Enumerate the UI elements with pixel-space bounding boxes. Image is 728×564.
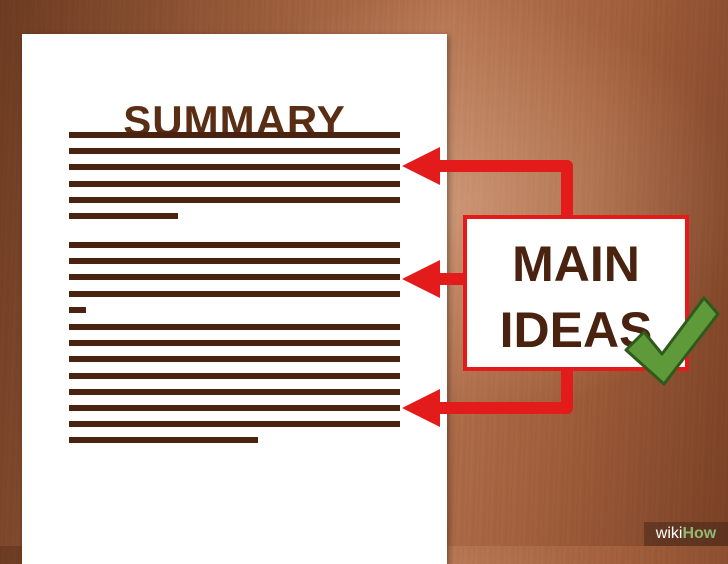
text-line xyxy=(69,373,400,379)
text-line xyxy=(69,258,400,264)
arrow-head-bottom xyxy=(402,389,440,427)
arrow-connector-top xyxy=(440,160,573,215)
text-line xyxy=(69,421,400,427)
text-line xyxy=(69,437,258,443)
text-line xyxy=(69,291,400,297)
arrow-connector-bottom xyxy=(440,371,573,414)
text-line xyxy=(69,324,400,330)
text-line xyxy=(69,148,400,154)
text-line xyxy=(69,164,400,170)
text-line xyxy=(69,197,400,203)
text-line xyxy=(69,181,400,187)
text-line xyxy=(69,356,400,362)
text-line xyxy=(69,213,178,219)
watermark-suffix: How xyxy=(682,525,717,542)
text-line xyxy=(69,405,400,411)
text-line xyxy=(69,132,400,138)
summary-document: SUMMARY xyxy=(22,34,447,564)
arrow-head-top xyxy=(402,147,440,185)
pointer-arrows xyxy=(402,147,573,427)
wikihow-watermark: wikiHow xyxy=(644,522,728,546)
callout-line-2: IDEAS xyxy=(499,302,653,358)
watermark-prefix: wiki xyxy=(655,525,683,542)
arrow-head-middle xyxy=(402,260,440,298)
text-line xyxy=(69,242,400,248)
text-line xyxy=(69,340,400,346)
text-line xyxy=(69,274,400,280)
text-line xyxy=(69,307,86,313)
callout-line-1: MAIN xyxy=(512,236,640,292)
text-line xyxy=(69,389,400,395)
checkmark-icon xyxy=(624,296,720,386)
